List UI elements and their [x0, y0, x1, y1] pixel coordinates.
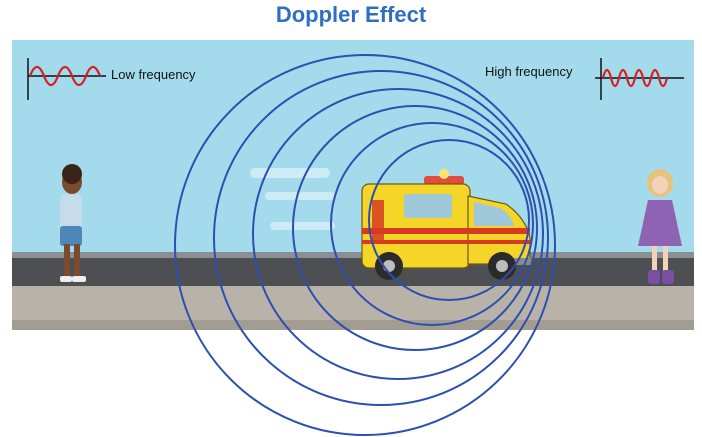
- page-title: Doppler Effect: [275, 2, 427, 27]
- high-frequency-label: High frequency: [485, 64, 573, 79]
- sound-wave-ring: [330, 122, 534, 326]
- low-frequency-label: Low frequency: [111, 67, 196, 82]
- sky-background: [12, 40, 694, 258]
- sound-wave-ring: [174, 54, 556, 436]
- girl-figure: [638, 169, 682, 284]
- sound-wave-ring: [252, 88, 544, 380]
- sound-wave-ring: [292, 105, 538, 351]
- low-frequency-wave: [28, 65, 102, 87]
- road: [12, 258, 694, 286]
- sound-wave-ring: [368, 139, 530, 301]
- sound-wave-ring: [213, 70, 549, 406]
- ambulance: [361, 169, 532, 280]
- high-frequency-graph: [595, 58, 684, 100]
- motion-streaks: [250, 168, 335, 230]
- sidewalk-edge: [12, 320, 694, 330]
- curb: [12, 252, 694, 258]
- low-frequency-graph: [27, 58, 106, 100]
- boy-figure: [60, 164, 86, 282]
- sound-waves: [174, 54, 556, 436]
- high-frequency-wave: [601, 68, 669, 88]
